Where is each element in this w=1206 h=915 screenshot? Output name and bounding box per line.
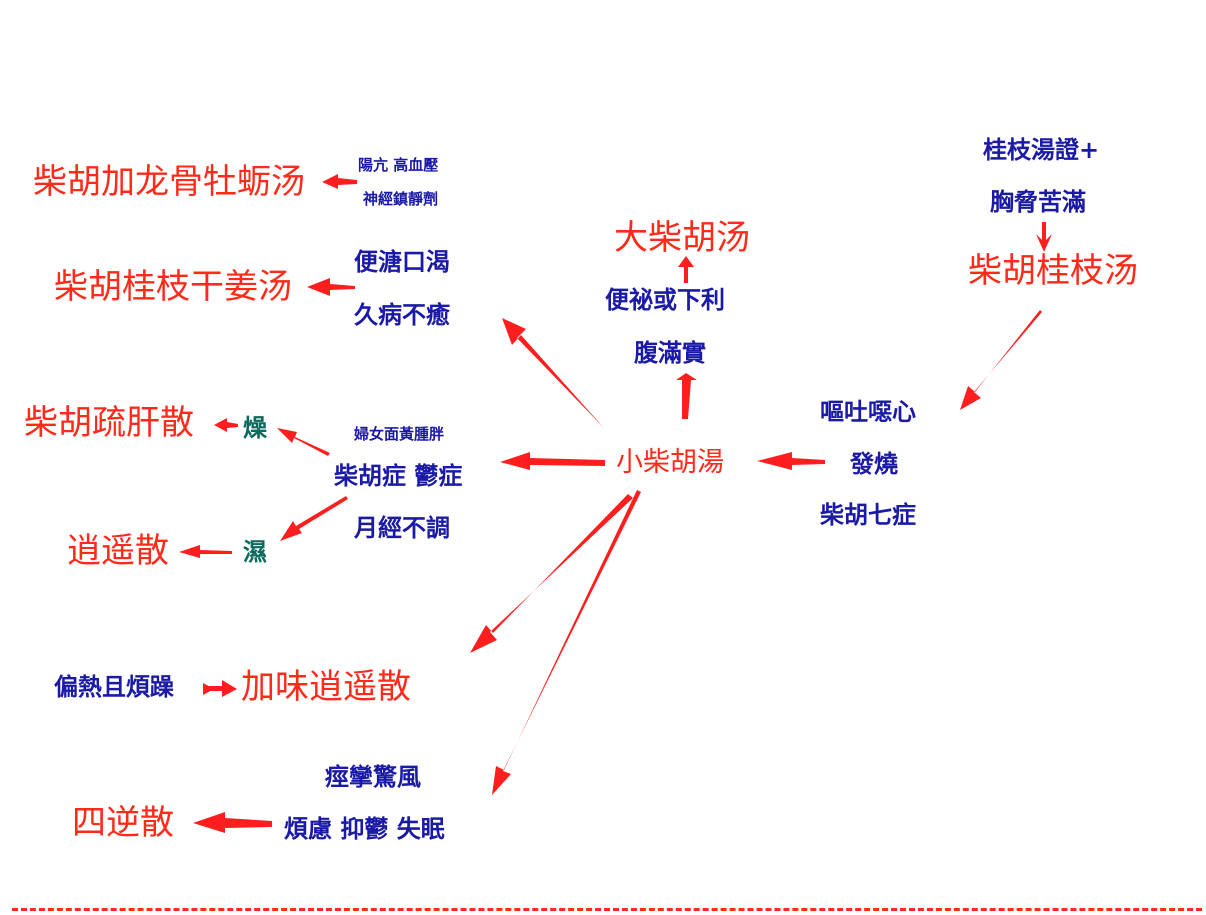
arrow-qizheng-to-center (757, 452, 825, 470)
symptom-biantang: 便溏口渴 (354, 248, 450, 276)
symptom-guizhi-zheng: 桂枝湯證+ (983, 136, 1100, 164)
symptom-fanlv: 煩慮 抑鬱 失眠 (284, 815, 445, 843)
formula-chaihu-shugan: 柴胡疏肝散 (24, 403, 194, 443)
arrow-shi-to-xiaoyao (179, 545, 232, 558)
symptom-fashao: 發燒 (850, 450, 898, 478)
arrow-xiongxie-to-guizhi (1036, 222, 1052, 252)
symptom-outu: 嘔吐噁心 (820, 398, 916, 426)
arrow-bianmi-to-dachaihu (678, 256, 694, 283)
symptom-pianre: 偏熱且煩躁 (54, 673, 174, 701)
arrow-zao-to-shugan (214, 418, 238, 432)
symptom-yuejing: 月經不調 (354, 514, 450, 542)
formula-da-chaihu: 大柴胡汤 (614, 218, 750, 258)
arrow-center-to-jingluan (492, 490, 641, 795)
arrow-fanlv-to-sini (193, 812, 272, 833)
arrow-chaihuzheng-to-zao (277, 428, 330, 456)
center-node-xiaochaihu: 小柴胡湯 (616, 447, 724, 478)
bottom-dashed-divider (12, 908, 1202, 911)
symptom-jiubing: 久病不癒 (354, 301, 450, 329)
arrow-guizhi-to-outu (960, 310, 1042, 410)
arrow-center-to-fuman (676, 373, 697, 419)
formula-jiawei-xiaoyao: 加味逍遥散 (241, 667, 411, 707)
symptom-chaihu-zheng: 柴胡症 鬱症 (334, 462, 463, 490)
arrow-pianre-to-jiawei (203, 680, 237, 697)
symptom-yangkang: 陽亢 高血壓 (358, 156, 439, 174)
formula-chaihu-guizhi: 柴胡桂枝汤 (968, 251, 1138, 291)
arrow-yangkang-to-longgu (322, 174, 357, 189)
arrow-biantang-to-ganjiang (307, 278, 355, 296)
arrow-center-to-chaihuzheng (500, 452, 605, 470)
symptom-jingluan: 痙攣驚風 (325, 763, 421, 791)
formula-sini: 四逆散 (72, 803, 174, 843)
arrow-center-to-biantang (502, 318, 604, 428)
formula-chaihu-longgu: 柴胡加龙骨牡蛎汤 (33, 162, 305, 202)
arrow-pianre-left-head (203, 683, 214, 695)
modifier-zao: 燥 (243, 414, 267, 442)
symptom-qizheng: 柴胡七症 (820, 501, 916, 529)
symptom-shenjing: 神經鎮靜劑 (363, 190, 439, 208)
arrow-center-to-jiawei (470, 494, 633, 653)
symptom-fuman: 腹滿實 (634, 339, 706, 367)
symptom-fu-nv: 婦女面黃腫胖 (354, 425, 445, 443)
formula-xiaoyao: 逍遥散 (67, 531, 169, 571)
formula-chaihu-guizhi-ganjiang: 柴胡桂枝干姜汤 (54, 267, 292, 307)
arrow-chaihuzheng-to-shi (280, 496, 348, 541)
modifier-shi: 濕 (243, 538, 267, 566)
symptom-bianmi: 便祕或下利 (605, 286, 725, 314)
symptom-xiongxie: 胸脅苦滿 (990, 188, 1086, 216)
